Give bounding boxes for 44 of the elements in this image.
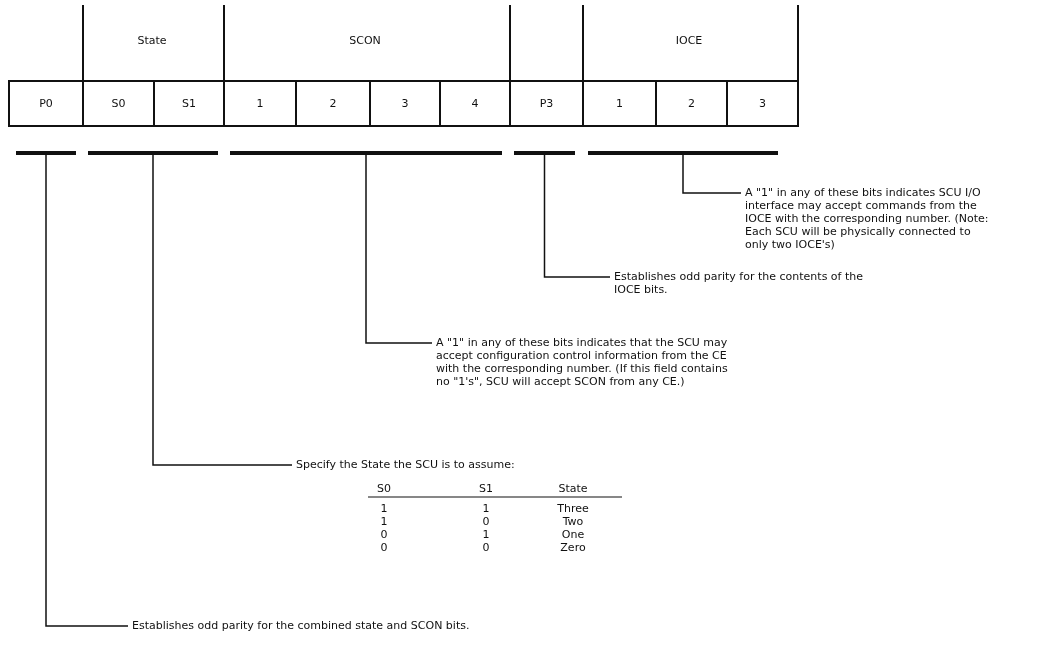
- bit-cell: S0: [82, 80, 155, 127]
- bit-cell: S1: [153, 80, 225, 127]
- bit-cell: 2: [655, 80, 728, 127]
- leader-line: [365, 154, 433, 344]
- bit-cell: 1: [582, 80, 657, 127]
- bracket-bar: [514, 151, 575, 155]
- field-description: A "1" in any of these bits indicates that the SCU may accept configuration control information from the CE with the corresponding number. (If this field contains no "1's", SCU will accept SCON from any CE.): [436, 336, 736, 388]
- field-description: Establishes odd parity for the contents of the IOCE bits.: [614, 270, 889, 296]
- bit-cell: 3: [726, 80, 799, 127]
- table-cell-text: 0: [481, 515, 491, 528]
- table-cell-text: 1: [379, 502, 389, 515]
- bit-cell: 1: [223, 80, 297, 127]
- field-heading: SCON: [349, 34, 381, 47]
- table-cell-text: 0: [379, 528, 389, 541]
- field-description: A "1" in any of these bits indicates SCU I/O interface may accept commands from the IOCE with the corresponding number. (Note: Each SCU will be physically connected to only two IOCE's): [745, 186, 995, 251]
- leader-line: [45, 154, 129, 627]
- leader-line: [152, 154, 293, 466]
- table-cell-text: 1: [379, 515, 389, 528]
- table-cell-text: 0: [379, 541, 389, 554]
- leader-line: [543, 154, 611, 278]
- table-cell-text: 1: [481, 528, 491, 541]
- field-description: Specify the State the SCU is to assume:: [296, 458, 696, 471]
- column-header: S1: [478, 482, 494, 495]
- table-cell-text: Zero: [559, 541, 587, 554]
- leader-line: [682, 154, 742, 194]
- table-cell-text: 1: [481, 502, 491, 515]
- field-heading: IOCE: [675, 34, 703, 47]
- bit-cell: 2: [295, 80, 371, 127]
- bracket-bar: [230, 151, 502, 155]
- field-description: Establishes odd parity for the combined state and SCON bits.: [132, 619, 632, 632]
- column-header: State: [557, 482, 589, 495]
- bit-cell: 3: [369, 80, 441, 127]
- table-cell-text: Three: [556, 502, 590, 515]
- table-cell-text: One: [560, 528, 586, 541]
- field-heading: State: [137, 34, 167, 47]
- bit-cell: P3: [509, 80, 584, 127]
- bracket-bar: [16, 151, 76, 155]
- bit-cell: P0: [8, 80, 84, 127]
- table-cell-text: 0: [481, 541, 491, 554]
- column-header: S0: [376, 482, 392, 495]
- table-cell-text: Two: [561, 515, 585, 528]
- bracket-bar: [588, 151, 778, 155]
- bit-cell: 4: [439, 80, 511, 127]
- bracket-bar: [88, 151, 218, 155]
